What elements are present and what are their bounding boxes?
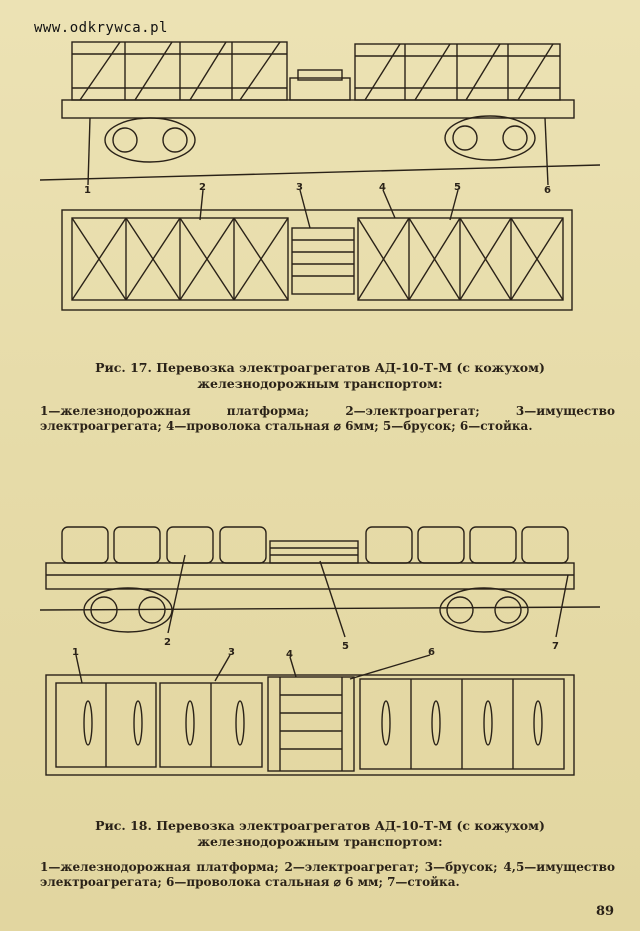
- figure-17-side-view: 1 6: [39, 41, 601, 196]
- figure-17-caption: Рис. 17. Перевозка электроагрегатов АД-1…: [40, 360, 600, 392]
- figure-17-label-3: 3: [296, 182, 303, 193]
- figure-18-label-4: 4: [286, 649, 293, 660]
- figure-17-label-2: 2: [199, 182, 206, 193]
- figure-17-label-6: 6: [544, 185, 551, 196]
- figure-18-side-view: 2 5 7: [39, 526, 601, 652]
- figure-18-label-6: 6: [428, 647, 435, 658]
- page-number: 89: [596, 904, 615, 919]
- figure-17-label-1: 1: [84, 185, 91, 196]
- figure-18-label-3: 3: [228, 647, 235, 658]
- figure-17-legend: 1—железнодорожная платформа; 2—электроаг…: [40, 404, 615, 433]
- figure-18-legend: 1—железнодорожная платформа; 2—электроаг…: [40, 860, 615, 889]
- figure-17-caption-line-2: железнодорожным транспортом:: [197, 376, 443, 391]
- figure-18-label-2-side: 2: [164, 637, 171, 648]
- figure-18-caption-line-1: Рис. 18. Перевозка электроагрегатов АД-1…: [95, 818, 545, 833]
- figure-18-label-5: 5: [342, 641, 349, 652]
- figure-17-caption-line-1: Рис. 17. Перевозка электроагрегатов АД-1…: [95, 360, 545, 375]
- figure-17-top-view: 2 3 4 5: [61, 182, 573, 311]
- figure-18-caption-line-2: железнодорожным транспортом:: [197, 834, 443, 849]
- figure-17-label-4: 4: [379, 182, 386, 193]
- figure-18-label-1: 1: [72, 647, 79, 658]
- watermark: www.odkrywca.pl: [34, 20, 168, 36]
- figure-17-label-5: 5: [454, 182, 461, 193]
- figure-18-top-view: 1 3 4 6: [45, 647, 575, 776]
- figure-18-caption: Рис. 18. Перевозка электроагрегатов АД-1…: [40, 818, 600, 850]
- figure-18-label-7: 7: [552, 641, 559, 652]
